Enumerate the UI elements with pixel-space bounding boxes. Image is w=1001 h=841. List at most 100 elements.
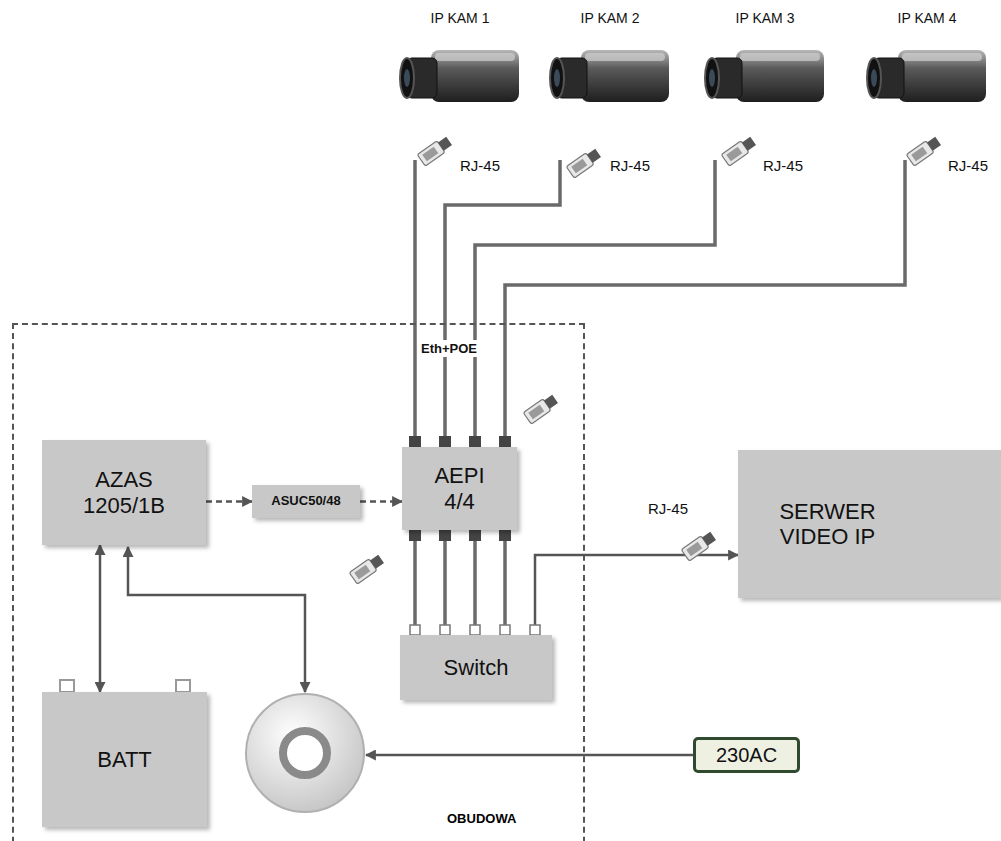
- box-label: 230AC: [716, 744, 777, 767]
- camera-highlight: [902, 53, 982, 61]
- connector-label: RJ-45: [460, 157, 500, 174]
- plug-contacts: [571, 159, 587, 174]
- transformer-symbol: [246, 694, 364, 812]
- plug-contacts: [686, 542, 702, 557]
- camera-highlight: [740, 53, 820, 61]
- power-link: [360, 500, 402, 503]
- transformer-wire: [128, 547, 305, 692]
- poe-injector-box: AEPI 4/4: [402, 447, 517, 530]
- ethernet-cable: [413, 530, 417, 635]
- plug-contacts: [726, 147, 742, 162]
- camera-body: [431, 50, 519, 102]
- lens-front: [867, 58, 881, 98]
- link-arrow: [99, 545, 102, 692]
- plug-boot: [544, 395, 558, 409]
- port-top: [409, 436, 421, 447]
- rj45-plug: [417, 135, 453, 166]
- ethernet-cable: [503, 530, 507, 635]
- battery-terminals: [60, 680, 190, 692]
- rj45-plug: [681, 530, 717, 561]
- plug-boot: [927, 137, 941, 151]
- lens-front: [400, 58, 414, 98]
- lens-glass: [404, 69, 410, 87]
- ip-camera: IP KAM 4: [862, 8, 992, 160]
- rj45-plug: [349, 553, 385, 584]
- lens-glass: [709, 69, 715, 87]
- ethernet-cable: [413, 160, 417, 447]
- camera-picture: [545, 8, 675, 160]
- box-label: BATT: [97, 747, 152, 772]
- plug-boot: [742, 137, 756, 151]
- camera-name: IP KAM 4: [862, 8, 992, 26]
- mains-wire: [366, 754, 693, 757]
- port-bottom: [499, 530, 511, 541]
- rj45-plug: [523, 393, 559, 424]
- power-supply-box: AZAS 1205/1B: [42, 440, 206, 545]
- switch-port: [440, 625, 450, 635]
- switch-port: [530, 625, 540, 635]
- rj45-plug: [721, 135, 757, 166]
- box-label: AEPI 4/4: [425, 463, 495, 514]
- connector-label: RJ-45: [948, 157, 988, 174]
- mains-box: 230AC: [693, 737, 800, 773]
- camera-picture: [700, 8, 830, 160]
- camera-highlight: [435, 53, 515, 61]
- power-wire: [128, 547, 693, 755]
- connector-label: RJ-45: [648, 500, 688, 517]
- enclosure-name: OBUDOWA: [447, 811, 516, 826]
- camera-picture: [862, 8, 992, 160]
- ip-camera: IP KAM 2: [545, 8, 675, 160]
- plug-contacts: [528, 405, 544, 420]
- ethernet-cable: [505, 160, 905, 447]
- box-label: AZAS 1205/1B: [74, 467, 174, 518]
- battery-terminal: [60, 680, 74, 692]
- switch-port: [500, 625, 510, 635]
- lens-glass: [871, 69, 877, 87]
- power-link: [206, 500, 252, 503]
- lens-glass: [554, 69, 560, 87]
- ethernet-cable: [445, 160, 560, 447]
- ethernet-cable: [475, 160, 715, 447]
- port-top: [469, 436, 481, 447]
- port-bottom: [469, 530, 481, 541]
- lens-front: [550, 58, 564, 98]
- rj45-plug: [566, 147, 602, 178]
- rj45-plug: [906, 135, 942, 166]
- camera-name: IP KAM 2: [545, 8, 675, 26]
- enclosure-outline: AZAS 1205/1B ASUC50/48 AEPI 4/4SwitchBATT O…: [12, 323, 585, 841]
- camera-body: [581, 50, 669, 102]
- plug-boot: [587, 149, 601, 163]
- connector-label: RJ-45: [610, 157, 650, 174]
- battery-terminal: [176, 680, 190, 692]
- transformer-core: [246, 694, 364, 812]
- connector-label: RJ-45: [763, 157, 803, 174]
- converter-box: ASUC50/48: [252, 485, 360, 518]
- port-top: [439, 436, 451, 447]
- port-top: [499, 436, 511, 447]
- lens-front: [705, 58, 719, 98]
- signal-label: Eth+POE: [418, 340, 480, 357]
- ip-camera: IP KAM 1: [395, 8, 525, 160]
- plug-boot: [438, 137, 452, 151]
- camera-body: [736, 50, 824, 102]
- battery-box: BATT: [42, 692, 207, 827]
- transformer-ring: [283, 731, 327, 775]
- plug-boot: [370, 555, 384, 569]
- switch-port: [410, 625, 420, 635]
- camera-highlight: [585, 53, 665, 61]
- ethernet-cable: [473, 530, 477, 635]
- camera-name: IP KAM 3: [700, 8, 830, 26]
- camera-body: [898, 50, 986, 102]
- switch-box: Switch: [400, 635, 552, 700]
- plug-contacts: [422, 147, 438, 162]
- box-label: Switch: [444, 655, 509, 680]
- port-bottom: [409, 530, 421, 541]
- plug-boot: [702, 532, 716, 546]
- link-arrow: [535, 555, 738, 635]
- camera-name: IP KAM 1: [395, 8, 525, 26]
- server-box: SERWER VIDEO IP: [738, 450, 1001, 598]
- box-label: SERWER VIDEO IP: [763, 499, 893, 550]
- switch-port: [470, 625, 480, 635]
- box-label: ASUC50/48: [271, 494, 340, 509]
